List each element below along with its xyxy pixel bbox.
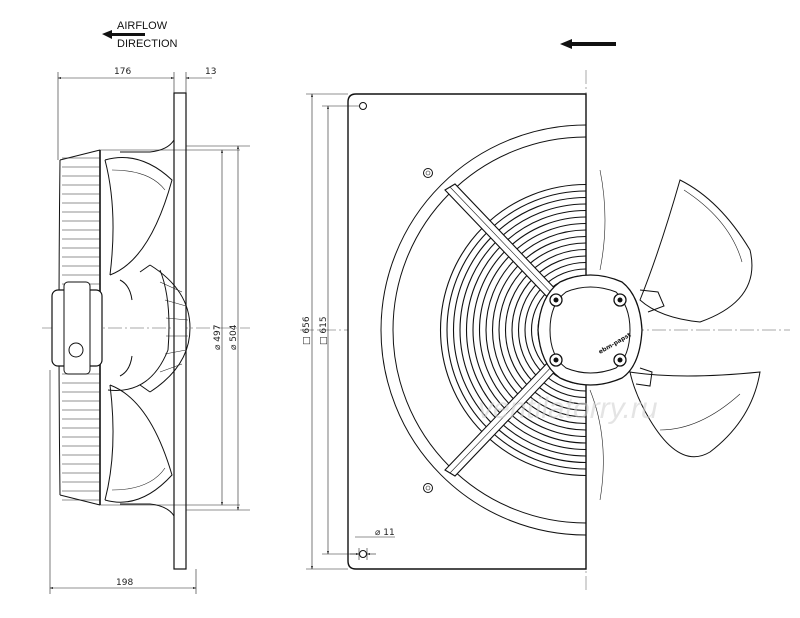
grille-ring — [446, 190, 586, 470]
front-dim-hole: ⌀ 11 — [350, 528, 395, 560]
mounting-flange — [173, 92, 187, 570]
airflow-label-line1: AIRFLOW — [117, 20, 168, 32]
dim-hole-diameter-label: ⌀ 11 — [375, 528, 395, 538]
dim-depth-label: 176 — [114, 67, 131, 77]
guard-grille-front — [439, 183, 586, 477]
grille-ring — [504, 248, 586, 412]
guard-struts — [444, 183, 563, 477]
dim-flange-label: 13 — [205, 67, 216, 77]
front-view: ebm-papst □ 656 □ 615 ⌀ 11 — [300, 70, 790, 590]
grille-ring — [465, 209, 586, 451]
airflow-direction-label: AIRFLOW DIRECTION — [102, 20, 178, 50]
grille-ring — [452, 196, 586, 464]
bracket-bolt-bottom — [423, 483, 433, 493]
grille-ring — [439, 183, 586, 477]
grille-ring — [472, 216, 586, 444]
dim-plate-size-label: □ 656 — [302, 316, 312, 345]
dim-flange-diameter-label: ⌀ 504 — [229, 324, 239, 350]
grille-ring — [530, 274, 586, 386]
motor-front: ebm-papst — [537, 274, 665, 387]
front-dim-plate: □ 656 □ 615 — [302, 93, 360, 570]
side-dim-diameters: ⌀ 497 ⌀ 504 — [100, 145, 250, 511]
airflow-arrow-icon — [102, 30, 145, 39]
grille-ring — [478, 222, 586, 438]
side-dim-bottom: 198 — [49, 370, 197, 594]
watermark-text: ventilatorry.ru — [478, 392, 658, 425]
side-dim-top: 176 13 — [57, 67, 216, 160]
grille-ring — [517, 261, 586, 399]
dim-hole-spacing-label: □ 615 — [319, 316, 329, 345]
grille-ring — [491, 235, 586, 425]
dim-total-depth-label: 198 — [116, 578, 133, 588]
impeller-side — [104, 157, 173, 503]
impeller-front — [589, 169, 761, 501]
bracket-bolt-top — [423, 168, 433, 178]
grille-ring — [511, 255, 586, 405]
grille-ring — [524, 268, 586, 392]
grille-ring — [498, 242, 586, 418]
grille-ring — [459, 203, 586, 457]
airflow-label-line2: DIRECTION — [117, 38, 178, 50]
rotation-arrow-icon — [560, 39, 616, 49]
fan-blade-right — [639, 179, 753, 323]
grille-ring — [485, 229, 586, 431]
motor-side — [51, 264, 191, 393]
dim-guard-diameter-label: ⌀ 497 — [213, 325, 223, 350]
side-view: 176 13 198 ⌀ 497 ⌀ 504 — [42, 67, 250, 594]
fan-blade-lower — [629, 371, 761, 458]
